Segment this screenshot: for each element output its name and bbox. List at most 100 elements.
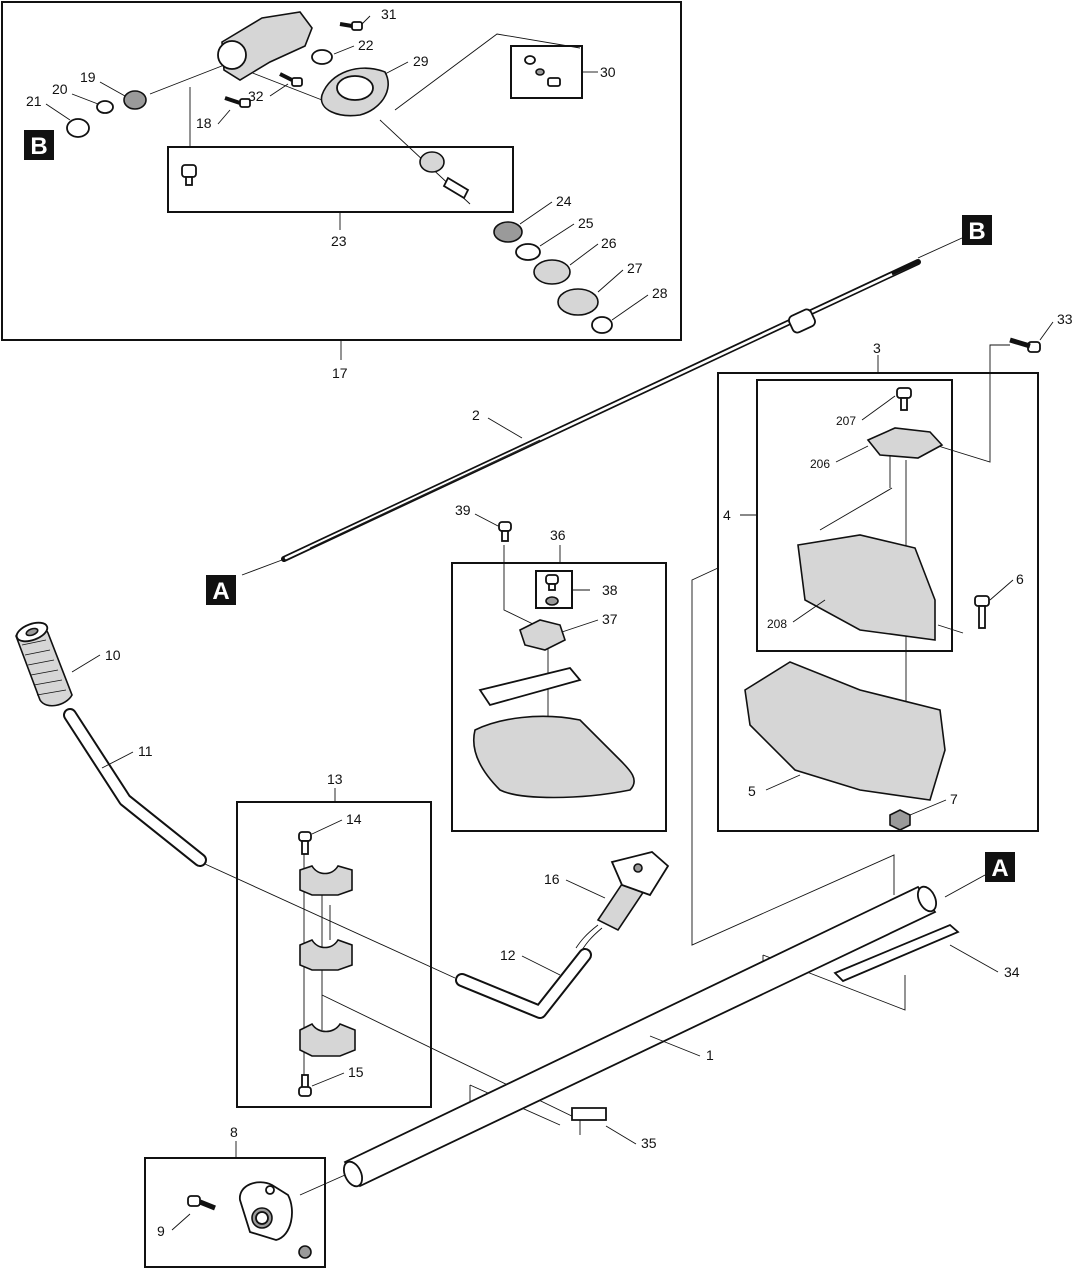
part-22-washer — [311, 49, 333, 65]
label-leaders — [45, 15, 1054, 1231]
part-16-throttle-grip — [575, 851, 670, 951]
part-31-bolt — [339, 21, 363, 31]
group-box-36 — [451, 562, 667, 832]
shaft-segment-36 — [478, 666, 582, 707]
label-30: 30 — [600, 64, 616, 80]
label-6: 6 — [1016, 571, 1024, 587]
part-206-bracket — [866, 427, 944, 459]
clamp-nut — [298, 1245, 312, 1259]
label-9: 9 — [157, 1223, 165, 1239]
part-30-screws — [524, 55, 561, 87]
label-19: 19 — [80, 69, 96, 85]
label-25: 25 — [578, 215, 594, 231]
label-33: 33 — [1057, 311, 1073, 327]
label-29: 29 — [413, 53, 429, 69]
part-15-screw — [298, 1074, 312, 1097]
label-38: 38 — [602, 582, 618, 598]
label-37: 37 — [602, 611, 618, 627]
clamp-lower — [299, 1022, 356, 1057]
label-14: 14 — [346, 811, 362, 827]
label-17: 17 — [332, 365, 348, 381]
group-box-23 — [167, 146, 514, 213]
marker-a-right: A — [985, 852, 1015, 882]
part-28-nut — [591, 316, 613, 334]
label-11: 11 — [138, 743, 153, 759]
part-36-guard — [473, 715, 635, 799]
label-16: 16 — [544, 871, 560, 887]
group-box-13 — [236, 801, 432, 1108]
part-5-guard — [744, 661, 946, 801]
part-26-washer — [533, 259, 571, 285]
part-12-handle-right-inner — [457, 950, 590, 1017]
label-23: 23 — [331, 233, 347, 249]
marker-a-left: A — [206, 575, 236, 605]
label-12: 12 — [500, 947, 516, 963]
part-2-drive-shaft — [281, 259, 921, 562]
label-5: 5 — [748, 783, 756, 799]
group-box-8 — [144, 1157, 326, 1268]
part-labels: 1 2 3 4 5 6 7 8 9 10 11 12 13 14 15 16 1… — [26, 6, 1073, 1239]
marker-b-right: B — [962, 215, 992, 245]
part-207-bolt — [896, 387, 912, 411]
label-10: 10 — [105, 647, 121, 663]
label-13: 13 — [327, 771, 343, 787]
part-6-bolt — [974, 595, 990, 629]
label-35: 35 — [641, 1135, 657, 1151]
part-19-bearing — [123, 90, 147, 110]
label-208: 208 — [767, 617, 787, 631]
part-27-washer — [557, 288, 599, 316]
label-22: 22 — [358, 37, 374, 53]
part-34-decal — [833, 923, 960, 983]
part-14-screw — [298, 831, 312, 855]
label-26: 26 — [601, 235, 617, 251]
clamp-upper — [299, 865, 353, 896]
clamp-middle — [299, 938, 353, 971]
label-4: 4 — [723, 507, 731, 523]
svg-text:A: A — [212, 578, 229, 605]
label-39: 39 — [455, 502, 471, 518]
part-35-decal — [571, 1107, 607, 1121]
part-33-bolt — [1009, 337, 1041, 353]
marker-b-left: B — [24, 130, 54, 160]
label-24: 24 — [556, 193, 572, 209]
label-31: 31 — [381, 6, 397, 22]
label-1: 1 — [706, 1047, 714, 1063]
label-20: 20 — [52, 81, 68, 97]
label-21: 21 — [26, 93, 42, 109]
label-15: 15 — [348, 1064, 364, 1080]
group-box-4 — [756, 379, 953, 652]
label-18: 18 — [196, 115, 212, 131]
part-39-screw — [498, 521, 512, 542]
label-32: 32 — [248, 88, 264, 104]
label-2: 2 — [472, 407, 480, 423]
part-38-screw-washer — [545, 574, 559, 606]
part-11-handle-left-inner — [65, 710, 205, 865]
part-29-cover-hole — [336, 75, 374, 101]
label-28: 28 — [652, 285, 668, 301]
part-1-main-tube — [343, 885, 937, 1188]
group-box-17 — [1, 1, 682, 341]
part-24-bearing — [493, 221, 523, 243]
part-32-screw — [279, 72, 303, 87]
label-206: 206 — [810, 457, 830, 471]
label-207: 207 — [836, 414, 856, 428]
group-box-30 — [510, 45, 583, 99]
part-7-nut — [889, 809, 911, 831]
part-23-contents — [181, 151, 470, 200]
label-34: 34 — [1004, 964, 1020, 980]
part-37-bracket — [519, 619, 566, 651]
gear-case-hub — [217, 40, 247, 70]
part-208-guard — [797, 534, 936, 641]
label-27: 27 — [627, 260, 643, 276]
group-box-38 — [535, 570, 573, 609]
label-36: 36 — [550, 527, 566, 543]
part-25-ring — [515, 243, 541, 261]
svg-text:A: A — [991, 855, 1008, 882]
part-21-seal — [66, 118, 90, 138]
label-3: 3 — [873, 340, 881, 356]
part-10-grip — [15, 621, 73, 707]
svg-text:B: B — [968, 218, 985, 245]
label-8: 8 — [230, 1124, 238, 1140]
svg-text:B: B — [30, 133, 47, 160]
